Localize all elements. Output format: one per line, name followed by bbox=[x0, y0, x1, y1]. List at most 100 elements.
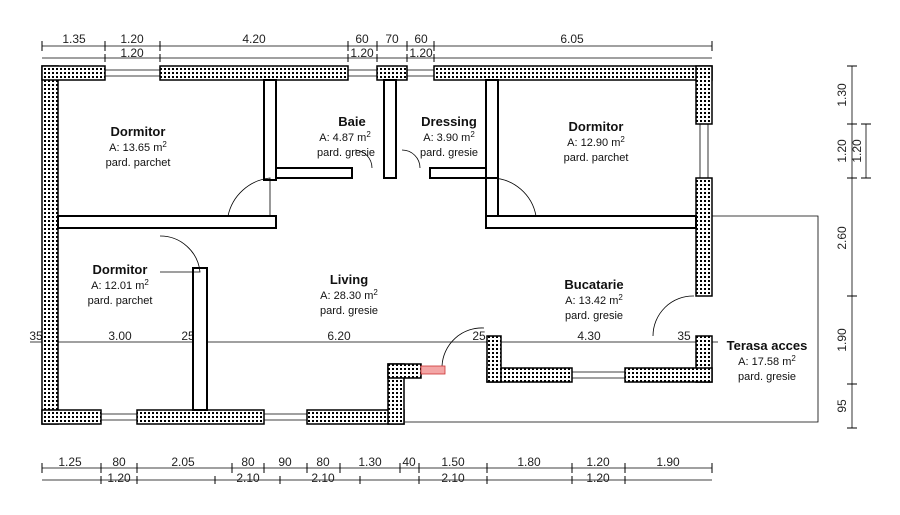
dim-bottom-7: 1.30 bbox=[358, 455, 382, 469]
room-name: Living bbox=[330, 272, 368, 287]
interior-wall-bed2-bottom-stub bbox=[485, 177, 499, 217]
dim-right-6: 95 bbox=[835, 399, 849, 413]
interior-wall-bath-bottom bbox=[275, 167, 353, 179]
room-terasa-acces: Terasa acces A: 17.58 m2 pard. gresie bbox=[727, 338, 808, 383]
dim-right-1: 1.30 bbox=[835, 83, 849, 107]
dim-mid-4: 6.20 bbox=[327, 329, 351, 343]
exterior-wall-right-1 bbox=[695, 65, 713, 125]
room-dormitor-2: Dormitor A: 12.90 m2 pard. parchet bbox=[564, 119, 629, 164]
interior-wall-h-right bbox=[485, 215, 697, 229]
room-dormitor-1: Dormitor A: 13.65 m2 pard. parchet bbox=[106, 124, 171, 169]
dim-top-1: 1.35 bbox=[62, 32, 86, 46]
exterior-wall-right-2 bbox=[695, 177, 713, 297]
room-dormitor-3: Dormitor A: 12.01 m2 pard. parchet bbox=[88, 262, 153, 307]
room-name: Baie bbox=[338, 114, 365, 129]
kitchen-wall-left bbox=[486, 335, 502, 383]
exterior-wall-left bbox=[41, 65, 59, 425]
kitchen-wall-bottom-2 bbox=[624, 367, 713, 383]
room-area: A: 4.87 m2 bbox=[319, 130, 371, 144]
dim-right-4: 2.60 bbox=[835, 226, 849, 250]
dim-bottom-window-2: 2.10 bbox=[236, 471, 260, 485]
dim-bottom-12: 1.90 bbox=[656, 455, 680, 469]
room-finish: pard. parchet bbox=[106, 157, 171, 169]
interior-wall-h-left bbox=[57, 215, 277, 229]
top-dimensions: 1.35 1.20 4.20 60 70 60 6.05 1.20 1.20 1… bbox=[41, 32, 713, 62]
exterior-wall-bottom-2 bbox=[136, 409, 265, 425]
door-swings bbox=[159, 149, 695, 375]
room-name: Bucatarie bbox=[564, 277, 623, 292]
exterior-wall-bottom-1 bbox=[41, 409, 102, 425]
room-name: Dormitor bbox=[569, 119, 624, 134]
dim-bottom-10: 1.80 bbox=[517, 455, 541, 469]
dim-right-3: 1.20 bbox=[850, 139, 864, 163]
dim-bottom-3: 2.05 bbox=[171, 455, 195, 469]
dim-mid-3: 25 bbox=[181, 329, 195, 343]
dim-bottom-2: 80 bbox=[112, 455, 126, 469]
middle-dimensions: 35 3.00 25 6.20 25 4.30 35 bbox=[29, 329, 718, 343]
dim-mid-7: 35 bbox=[677, 329, 691, 343]
dim-bottom-9: 1.50 bbox=[441, 455, 465, 469]
dim-mid-5: 25 bbox=[472, 329, 486, 343]
room-dressing: Dressing A: 3.90 m2 pard. gresie bbox=[420, 114, 478, 159]
interior-wall-bed1-right bbox=[263, 79, 277, 181]
bottom-dimensions: 1.25 80 2.05 80 90 80 1.30 40 1.50 1.80 … bbox=[41, 455, 713, 485]
windows bbox=[101, 69, 709, 421]
dim-top-2: 1.20 bbox=[120, 32, 144, 46]
dim-bottom-window-3: 2.10 bbox=[311, 471, 335, 485]
exterior-wall-top-1 bbox=[41, 65, 106, 81]
room-area: A: 12.01 m2 bbox=[91, 278, 149, 292]
room-area: A: 12.90 m2 bbox=[567, 135, 625, 149]
walls bbox=[41, 65, 713, 425]
dim-top-3: 4.20 bbox=[242, 32, 266, 46]
interior-wall-bed2-left bbox=[485, 79, 499, 179]
dim-bottom-11: 1.20 bbox=[586, 455, 610, 469]
dim-top-5: 70 bbox=[385, 32, 399, 46]
room-name: Terasa acces bbox=[727, 338, 808, 353]
dim-mid-2: 3.00 bbox=[108, 329, 132, 343]
dim-right-2: 1.20 bbox=[835, 139, 849, 163]
room-name: Dormitor bbox=[111, 124, 166, 139]
room-area: A: 13.42 m2 bbox=[565, 293, 623, 307]
dim-right-5: 1.90 bbox=[835, 328, 849, 352]
dim-bottom-4: 80 bbox=[241, 455, 255, 469]
room-baie: Baie A: 4.87 m2 pard. gresie bbox=[317, 114, 375, 159]
room-finish: pard. gresie bbox=[320, 305, 378, 317]
room-name: Dressing bbox=[421, 114, 477, 129]
room-name: Dormitor bbox=[93, 262, 148, 277]
dim-top-window-2: 1.20 bbox=[350, 46, 374, 60]
exterior-wall-top-3 bbox=[376, 65, 408, 81]
dim-bottom-window-4: 2.10 bbox=[441, 471, 465, 485]
room-bucatarie: Bucatarie A: 13.42 m2 pard. gresie bbox=[564, 277, 623, 322]
terrace-outline bbox=[405, 215, 819, 423]
dim-top-6: 60 bbox=[414, 32, 428, 46]
exterior-wall-step-h bbox=[387, 363, 422, 379]
dim-bottom-5: 90 bbox=[278, 455, 292, 469]
room-finish: pard. parchet bbox=[88, 295, 153, 307]
dim-mid-1: 35 bbox=[29, 329, 43, 343]
room-area: A: 3.90 m2 bbox=[423, 130, 475, 144]
dim-top-4: 60 bbox=[355, 32, 369, 46]
interior-wall-bed3-right bbox=[192, 267, 208, 411]
dim-top-7: 6.05 bbox=[560, 32, 584, 46]
exterior-wall-top-2 bbox=[159, 65, 349, 81]
dim-bottom-6: 80 bbox=[316, 455, 330, 469]
room-living: Living A: 28.30 m2 pard. gresie bbox=[320, 272, 378, 317]
room-finish: pard. parchet bbox=[564, 152, 629, 164]
dim-bottom-8: 40 bbox=[402, 455, 416, 469]
dim-mid-6: 4.30 bbox=[577, 329, 601, 343]
room-finish: pard. gresie bbox=[738, 371, 796, 383]
room-area: A: 28.30 m2 bbox=[320, 288, 378, 302]
room-finish: pard. gresie bbox=[565, 310, 623, 322]
dim-top-window-3: 1.20 bbox=[409, 46, 433, 60]
interior-wall-bath-right bbox=[383, 79, 397, 179]
dim-bottom-window-1: 1.20 bbox=[107, 471, 131, 485]
room-area: A: 13.65 m2 bbox=[109, 140, 167, 154]
dim-bottom-window-5: 1.20 bbox=[586, 471, 610, 485]
room-finish: pard. gresie bbox=[420, 147, 478, 159]
dim-top-window-1: 1.20 bbox=[120, 46, 144, 60]
exterior-wall-top-4 bbox=[433, 65, 713, 81]
right-dimensions: 1.30 1.20 1.20 2.60 1.90 95 bbox=[835, 65, 871, 429]
room-area: A: 17.58 m2 bbox=[738, 354, 796, 368]
dim-bottom-1: 1.25 bbox=[58, 455, 82, 469]
